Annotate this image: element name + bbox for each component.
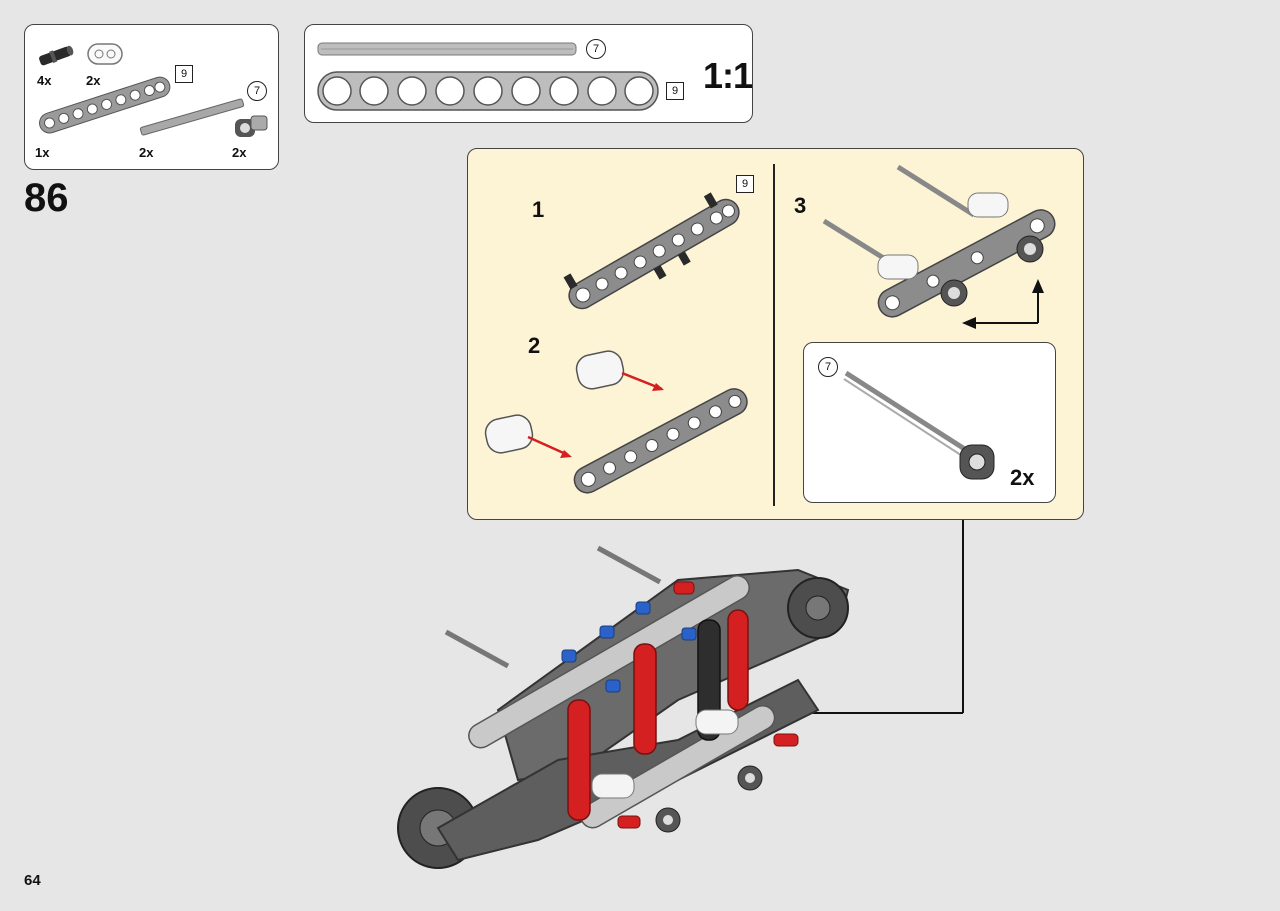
substep-1-beam-illustration (563, 192, 740, 310)
callout-divider (773, 164, 775, 506)
substep-3-illustration (822, 164, 1056, 318)
substep-1-beam-size: 9 (736, 175, 754, 193)
qty-white-connector: 2x (86, 73, 101, 88)
white-connector-icon (87, 43, 123, 65)
beam-9-scale-icon (317, 71, 659, 111)
scale-label: 1:1 (703, 55, 753, 96)
axle-7-icon (139, 98, 245, 136)
black-pin-icon (39, 45, 74, 66)
qty-black-pin: 4x (37, 73, 52, 88)
size-circle-axle-7: 7 (247, 81, 267, 101)
axle-7-scale-icon (317, 42, 577, 56)
step-number: 86 (24, 176, 69, 220)
qty-axle-7: 2x (139, 145, 154, 160)
parts-list-panel: 4x 2x 9 1x 7 2x 2x (24, 24, 279, 170)
page-number: 64 (24, 872, 41, 889)
scale-axle-size: 7 (586, 39, 606, 59)
axle-connector-icon (235, 115, 268, 137)
qty-beam-9: 1x (35, 145, 50, 160)
substep-1-label: 1 (532, 197, 545, 222)
scale-beam-size: 9 (666, 82, 684, 100)
substep-callout: 1 9 2 3 (467, 148, 1084, 520)
substep-3-label: 3 (794, 193, 807, 218)
substep-3-arrows (962, 279, 1044, 329)
size-box-beam-9: 9 (175, 65, 193, 83)
substep-2-label: 2 (528, 333, 541, 358)
subassembly-axle-size: 7 (818, 357, 838, 377)
subassembly-axle-illustration (843, 370, 995, 480)
chassis-model-illustration (397, 545, 850, 869)
subassembly-multiplier: 2x (1010, 465, 1035, 490)
scale-panel: 7 9 1:1 (304, 24, 753, 123)
substep-2-illustration (484, 350, 748, 494)
qty-axle-connector: 2x (232, 145, 247, 160)
beam-9-icon (39, 76, 171, 134)
subassembly-box: 7 2x (803, 342, 1056, 503)
